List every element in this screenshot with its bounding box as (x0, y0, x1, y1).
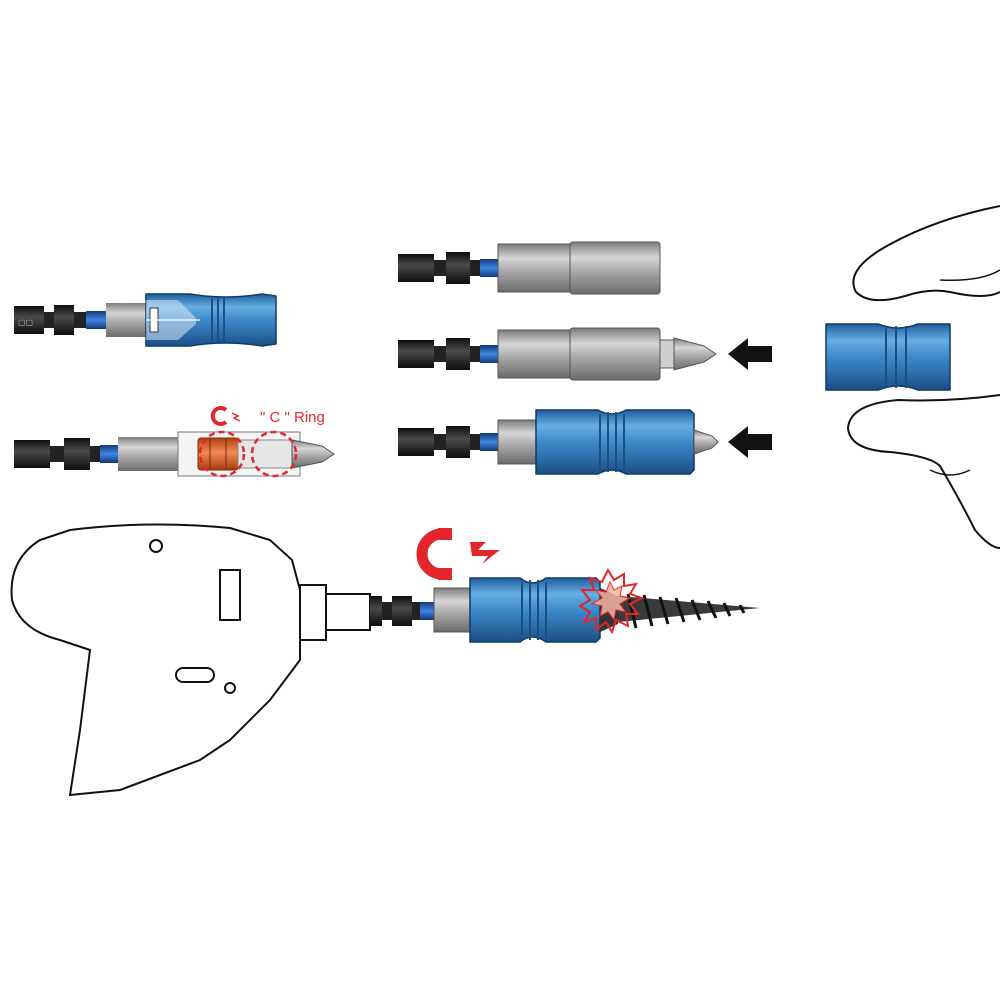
small-magnet-icon (210, 406, 241, 426)
impact-driver-outline (10, 523, 371, 797)
hand-holding-sleeve (825, 205, 1000, 549)
starburst-icon (578, 567, 645, 635)
left-arrow-icon (728, 426, 772, 458)
drill-bit-assembly (370, 577, 760, 643)
magnet-icon (416, 528, 452, 580)
socket-with-bit (398, 327, 717, 381)
socket-bit (398, 241, 661, 295)
c-ring-label: " C " Ring (260, 409, 325, 426)
blue-holder-with-bit (398, 409, 719, 475)
cutaway-bit-holder: ▢▢ (14, 293, 277, 347)
lightning-bolt-icon (470, 542, 500, 564)
svg-text:▢▢: ▢▢ (18, 318, 33, 327)
c-ring-section-diagram: " C " Ring (14, 406, 335, 478)
left-arrow-icon (728, 338, 772, 370)
